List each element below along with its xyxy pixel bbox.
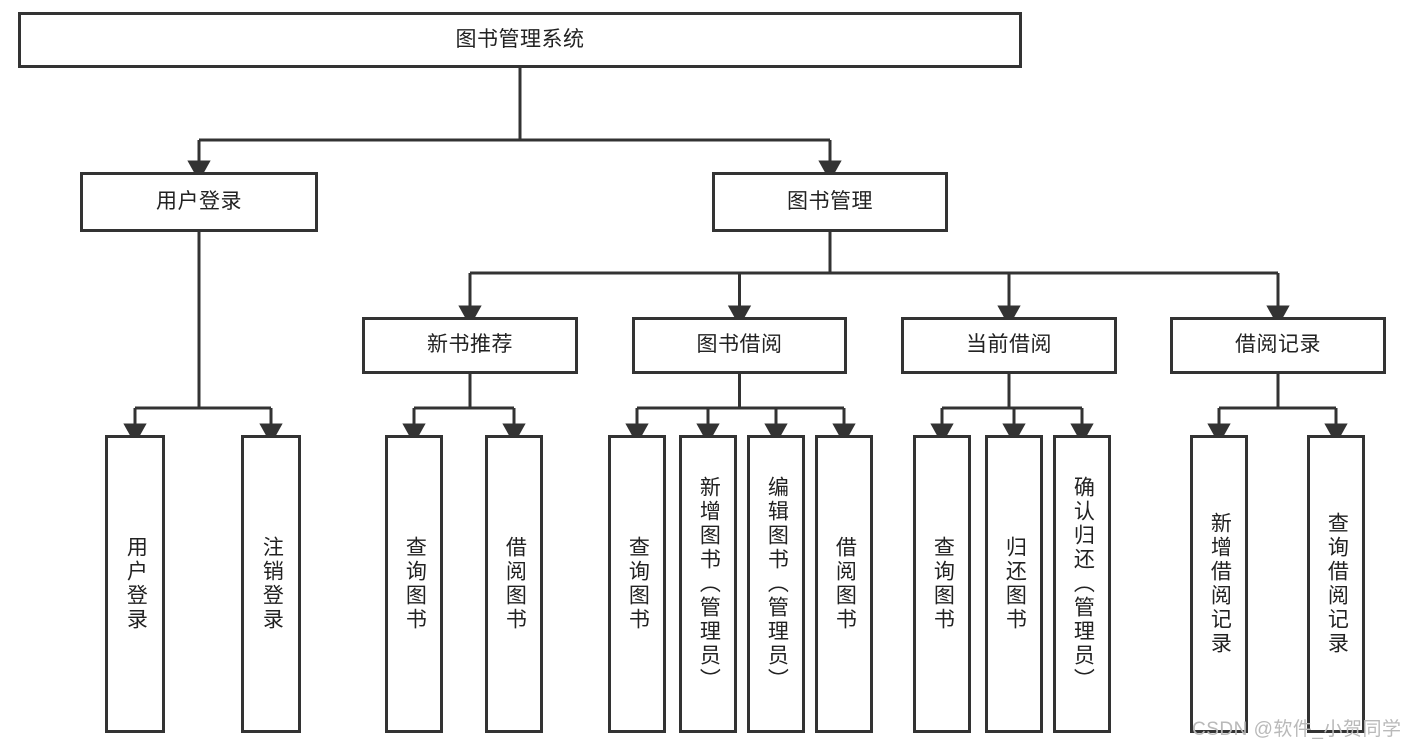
connector-lines xyxy=(123,68,1348,445)
node-label-leaf-borrow-book-1: 借阅图书 xyxy=(503,536,527,632)
node-label-user-login: 用户登录 xyxy=(156,189,242,213)
node-leaf-return-book[interactable]: 归还图书 xyxy=(985,435,1043,733)
node-label-leaf-edit-book: 编辑图书（管理员） xyxy=(765,476,789,692)
node-leaf-query-book-2[interactable]: 查询图书 xyxy=(608,435,666,733)
node-label-leaf-query-book-3: 查询图书 xyxy=(931,536,955,632)
node-label-leaf-query-book-2: 查询图书 xyxy=(626,536,650,632)
node-leaf-query-book-1[interactable]: 查询图书 xyxy=(385,435,443,733)
node-label-leaf-return-book: 归还图书 xyxy=(1003,536,1027,632)
node-label-leaf-borrow-book-2: 借阅图书 xyxy=(833,536,857,632)
node-leaf-add-book[interactable]: 新增图书（管理员） xyxy=(679,435,737,733)
node-leaf-edit-book[interactable]: 编辑图书（管理员） xyxy=(747,435,805,733)
node-leaf-add-record[interactable]: 新增借阅记录 xyxy=(1190,435,1248,733)
node-leaf-borrow-book-1[interactable]: 借阅图书 xyxy=(485,435,543,733)
node-label-leaf-logout: 注销登录 xyxy=(260,536,284,632)
node-book-manage[interactable]: 图书管理 xyxy=(712,172,948,232)
node-label-new-book-rec: 新书推荐 xyxy=(427,333,513,357)
node-label-leaf-add-record: 新增借阅记录 xyxy=(1208,512,1232,656)
node-leaf-query-record[interactable]: 查询借阅记录 xyxy=(1307,435,1365,733)
node-label-borrow-record: 借阅记录 xyxy=(1235,333,1321,357)
node-root[interactable]: 图书管理系统 xyxy=(18,12,1022,68)
node-label-book-borrow: 图书借阅 xyxy=(696,333,783,357)
node-current-borrow[interactable]: 当前借阅 xyxy=(901,317,1117,374)
node-leaf-query-book-3[interactable]: 查询图书 xyxy=(913,435,971,733)
node-label-leaf-query-book-1: 查询图书 xyxy=(403,536,427,632)
node-label-leaf-add-book: 新增图书（管理员） xyxy=(697,476,721,692)
node-label-leaf-confirm-return: 确认归还（管理员） xyxy=(1071,476,1095,692)
node-label-root: 图书管理系统 xyxy=(455,27,585,51)
node-leaf-borrow-book-2[interactable]: 借阅图书 xyxy=(815,435,873,733)
node-borrow-record[interactable]: 借阅记录 xyxy=(1170,317,1386,374)
node-book-borrow[interactable]: 图书借阅 xyxy=(632,317,847,374)
node-user-login[interactable]: 用户登录 xyxy=(80,172,318,232)
node-leaf-logout[interactable]: 注销登录 xyxy=(241,435,301,733)
node-label-current-borrow: 当前借阅 xyxy=(966,333,1052,357)
node-leaf-confirm-return[interactable]: 确认归还（管理员） xyxy=(1053,435,1111,733)
node-label-leaf-query-record: 查询借阅记录 xyxy=(1325,512,1349,656)
node-new-book-rec[interactable]: 新书推荐 xyxy=(362,317,578,374)
node-label-book-manage: 图书管理 xyxy=(787,189,873,213)
node-label-leaf-user-login: 用户登录 xyxy=(124,536,148,632)
node-leaf-user-login[interactable]: 用户登录 xyxy=(105,435,165,733)
